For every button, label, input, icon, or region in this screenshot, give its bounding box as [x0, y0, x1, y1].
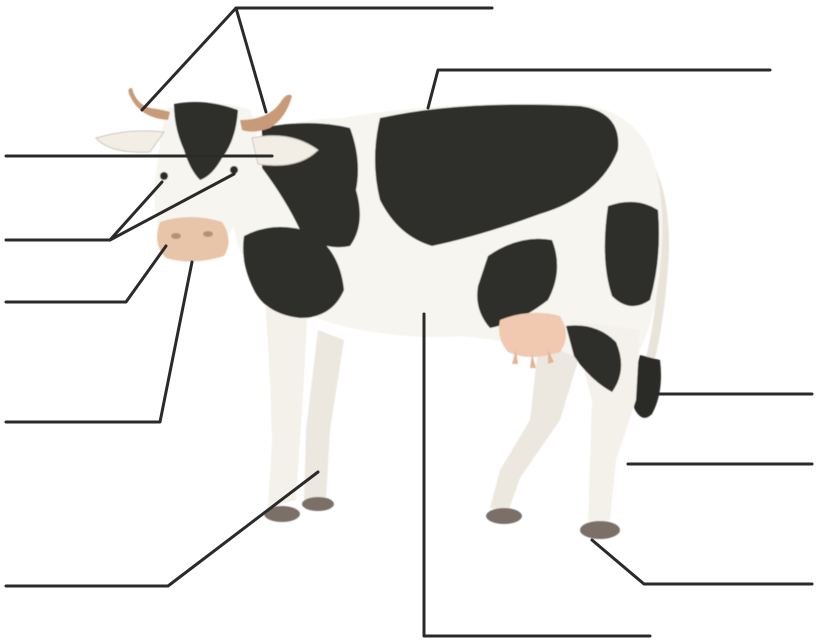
leader-line-eyes	[6, 182, 162, 240]
cow-eye-left	[160, 172, 168, 180]
cow-far-hind-leg	[490, 330, 585, 512]
leader-line-mouth	[6, 262, 192, 422]
cow-spot-rump	[605, 202, 659, 306]
leader-line-horns-branch	[236, 8, 266, 112]
cow-hoof-front-far	[302, 497, 334, 511]
cow-hoof-hind-near	[580, 521, 620, 539]
cow-udder	[499, 313, 566, 357]
leader-line-back	[428, 70, 770, 108]
cow-muzzle	[157, 217, 228, 262]
cow-far-front-leg	[304, 330, 344, 500]
leader-line-horns	[142, 8, 492, 110]
leader-line-hind-hoof	[592, 540, 812, 584]
cow-hoof-hind-far	[486, 508, 522, 524]
leader-line-nose	[6, 246, 166, 302]
cow-ear-left	[96, 131, 164, 152]
cow-nostril-left	[171, 233, 181, 239]
cow-nostril-right	[203, 231, 213, 237]
